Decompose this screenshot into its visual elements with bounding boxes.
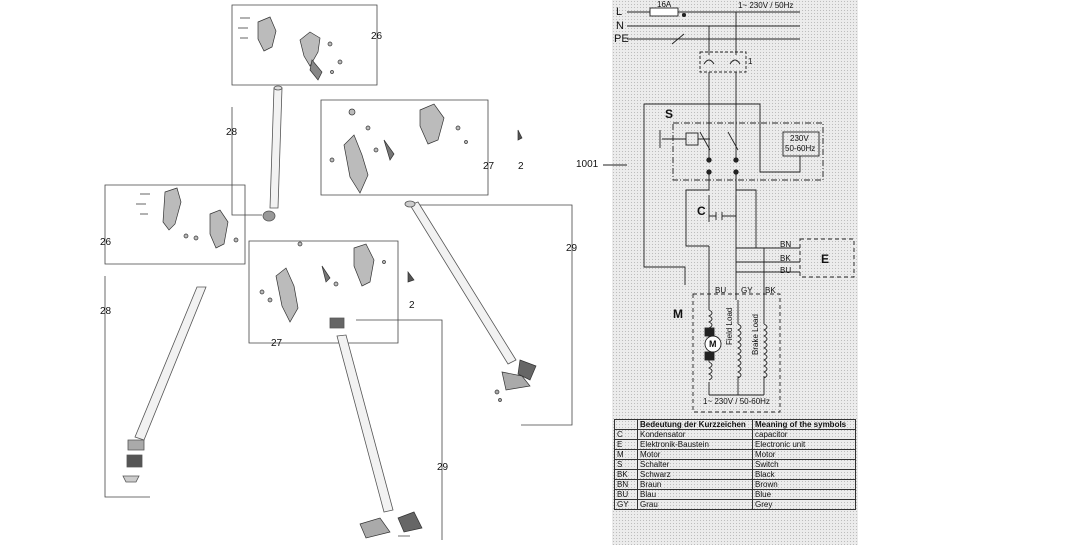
frame-group-26-top	[231, 4, 378, 86]
electronics-rating-2: 50-60Hz	[785, 144, 816, 153]
legend-de: Schwarz	[637, 469, 753, 480]
frame-group-27-top	[320, 99, 489, 196]
line-L-label: L	[616, 6, 623, 18]
supply-rating: 1~ 230V / 50Hz	[738, 1, 794, 10]
ref-callout-1001: 1001	[576, 159, 599, 170]
legend-de: Blau	[637, 489, 753, 500]
legend-code: C	[614, 429, 638, 440]
foot-assembly-upper	[494, 359, 537, 402]
callout-28-top: 28	[226, 127, 238, 138]
legend-de: Kondensator	[637, 429, 753, 440]
line-N-label: N	[616, 20, 624, 32]
legend-header-english: Meaning of the symbols	[752, 419, 856, 430]
tube-29-lower	[329, 317, 394, 513]
legend-en: Electronic unit	[752, 439, 856, 450]
callout-26-left: 26	[100, 237, 112, 248]
exploded-view-drawing	[104, 4, 573, 540]
motor-wire-bk: BK	[765, 286, 776, 295]
field-load-label: Field Load	[725, 307, 734, 345]
legend-de: Grau	[637, 499, 753, 510]
parts-cluster-upper-right	[329, 103, 523, 194]
callout-26-top: 26	[371, 31, 383, 42]
legend-en: Black	[752, 469, 856, 480]
legend-header-german: Bedeutung der Kurzzeichen	[637, 419, 753, 430]
tube-28-upper	[262, 85, 283, 222]
bracket-28-left	[104, 276, 150, 498]
callout-28-left: 28	[100, 306, 112, 317]
tube-29-upper	[404, 200, 517, 365]
legend-code: BK	[614, 469, 638, 480]
line-PE-label: PE	[614, 33, 629, 45]
electronics-rating-1: 230V	[790, 134, 809, 143]
legend-header-row: Bedeutung der Kurzzeichen Meaning of the…	[614, 419, 856, 430]
symbol-legend-table: Bedeutung der Kurzzeichen Meaning of the…	[614, 419, 856, 510]
legend-en: Switch	[752, 459, 856, 470]
frame-group-27-left	[248, 240, 399, 344]
parts-cluster-top	[238, 16, 343, 81]
legend-en: Motor	[752, 449, 856, 460]
fuse-rating: 16A	[657, 0, 672, 9]
callout-2-lower: 2	[409, 300, 415, 311]
legend-header-code	[614, 419, 638, 430]
tube-28-lower	[122, 286, 207, 483]
motor-label: M	[673, 307, 683, 321]
bracket-28-top	[231, 107, 262, 216]
bracket-29-top	[419, 204, 573, 426]
legend-code: E	[614, 439, 638, 450]
motor-wire-bu: BU	[715, 286, 727, 295]
callout-2-top: 2	[518, 161, 524, 172]
legend-de: Braun	[637, 479, 753, 490]
parts-cluster-left	[136, 187, 239, 249]
motor-rating: 1~ 230V / 50-60Hz	[703, 397, 770, 406]
legend-en: capacitor	[752, 429, 856, 440]
legend-code: BU	[614, 489, 638, 500]
motor-symbol: M	[709, 339, 717, 349]
legend-de: Motor	[637, 449, 753, 460]
foot-assembly-lower	[359, 511, 423, 539]
legend-en: Grey	[752, 499, 856, 510]
callout-27-lower: 27	[271, 338, 283, 349]
wire-bn-label: BN	[780, 240, 792, 249]
callout-27-top: 27	[483, 161, 495, 172]
legend-code: M	[614, 449, 638, 460]
capacitor-label: C	[697, 204, 706, 218]
bracket-29-left	[356, 319, 443, 540]
callout-29-lower: 29	[437, 462, 449, 473]
parts-cluster-lower	[259, 241, 415, 323]
legend-de: Elektronik-Baustein	[637, 439, 753, 450]
legend-en: Blue	[752, 489, 856, 500]
electronic-unit-label: E	[821, 252, 830, 266]
brake-load-label: Brake Load	[751, 314, 760, 355]
legend-code: GY	[614, 499, 638, 510]
legend-code: BN	[614, 479, 638, 490]
frame-group-26-left	[104, 184, 246, 265]
wire-bk-label: BK	[780, 254, 791, 263]
wire-bu-label: BU	[780, 266, 792, 275]
callout-29-right: 29	[566, 243, 578, 254]
motor-wire-gy: GY	[741, 286, 753, 295]
switch-label: S	[665, 107, 674, 121]
plug-mark: 1	[748, 57, 753, 66]
legend-en: Brown	[752, 479, 856, 490]
legend-de: Schalter	[637, 459, 753, 470]
legend-code: S	[614, 459, 638, 470]
